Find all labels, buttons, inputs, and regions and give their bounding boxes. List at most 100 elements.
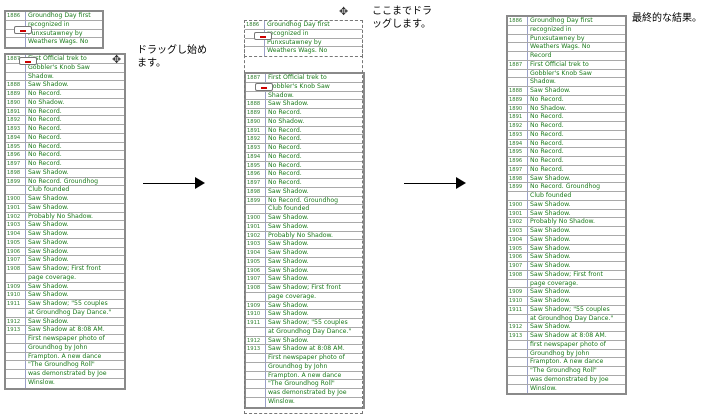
year-cell: 1904 [508,235,528,244]
event-cell: at Groundhog Day Dance." [530,314,614,322]
table-row: Record [508,52,625,61]
event-cell: Saw Shadow. [530,209,571,217]
event-cell: Saw Shadow. [28,195,69,202]
year-cell: 1904 [6,230,26,238]
event-cell: Probably No Shadow. [530,218,596,226]
event-cell: page coverage. [28,273,77,281]
year-cell [6,343,26,352]
year-cell: 1899 [508,183,528,191]
year-cell: 1889 [508,95,528,104]
year-cell: 1901 [6,203,26,212]
event-cell: page coverage. [268,292,317,300]
table-row: page coverage. [508,279,625,289]
row-drag-handle[interactable] [255,83,273,91]
year-cell [508,78,528,86]
event-cell: recognized in [267,29,309,37]
table-row: Groundhog by John [246,362,363,372]
year-cell: 1890 [6,98,26,107]
event-cell: at Groundhog Day Dance." [268,327,352,335]
arrow-right-icon [143,183,195,184]
event-cell: Saw Shadow. [268,222,309,230]
event-cell: No Record. [530,157,564,164]
event-cell: Saw Shadow. [530,323,571,331]
year-cell [508,340,528,349]
event-cell: recognized in [530,25,572,33]
year-cell: 1887 [508,60,528,69]
year-cell: 1887 [246,74,266,82]
event-cell: Saw Shadow. [28,203,69,211]
event-cell: Saw Shadow. [268,336,309,344]
year-cell: 1903 [6,221,26,229]
year-cell: 1893 [246,144,266,152]
table-row: Club founded [6,186,124,195]
year-cell: 1897 [6,160,26,168]
year-cell: 1902 [508,218,528,226]
event-cell: First Official trek to [530,60,589,68]
event-cell: Gobbler's Knob Saw [530,69,592,77]
event-cell: Saw Shadow. [268,257,309,265]
year-cell: 1898 [6,168,26,177]
table-row: Weathers Wags. No [245,47,362,56]
table-row: was demonstrated by Joe [246,389,363,398]
row-drag-handle[interactable] [14,26,32,34]
table-row: Frampton. A new dance [246,371,363,381]
event-cell: "The Groundhog Roll" [530,367,597,374]
year-cell: 1895 [508,148,528,156]
year-cell [508,375,528,384]
year-cell: 1900 [246,214,266,222]
event-cell: Weathers Wags. No [28,38,89,46]
year-cell: 1907 [508,262,528,270]
table-row: Groundhog by John [6,343,124,353]
year-cell [508,367,528,375]
event-cell: No Record. [530,95,564,103]
event-cell: No Record. Groundhog [28,177,99,185]
event-cell: No Record. [530,113,564,121]
table-row: Shadow. [6,72,124,82]
year-cell: 1906 [508,253,528,261]
event-cell: page coverage. [530,279,579,287]
event-cell: No Record. [268,126,302,134]
table-row: at Groundhog Day Dance." [508,314,625,324]
event-cell: Saw Shadow at 8:08 AM. [28,326,105,334]
year-cell: 1886 [245,21,265,29]
event-cell: Saw Shadow. [28,282,69,290]
table-row: Club founded [246,205,363,214]
row-drag-handle[interactable] [254,32,272,40]
event-cell: Saw Shadow. [28,291,69,299]
event-cell: Saw Shadow. [268,301,309,309]
year-cell [6,361,26,369]
row-drag-handle[interactable] [19,57,37,65]
event-cell: Punxsutawney by [28,29,83,37]
year-cell: 1911 [246,319,266,327]
table-row: at Groundhog Day Dance." [246,327,363,337]
event-cell: No Record. [28,133,62,141]
year-cell [246,371,266,380]
year-cell [246,362,266,371]
year-cell [246,292,266,301]
year-cell [246,354,266,362]
